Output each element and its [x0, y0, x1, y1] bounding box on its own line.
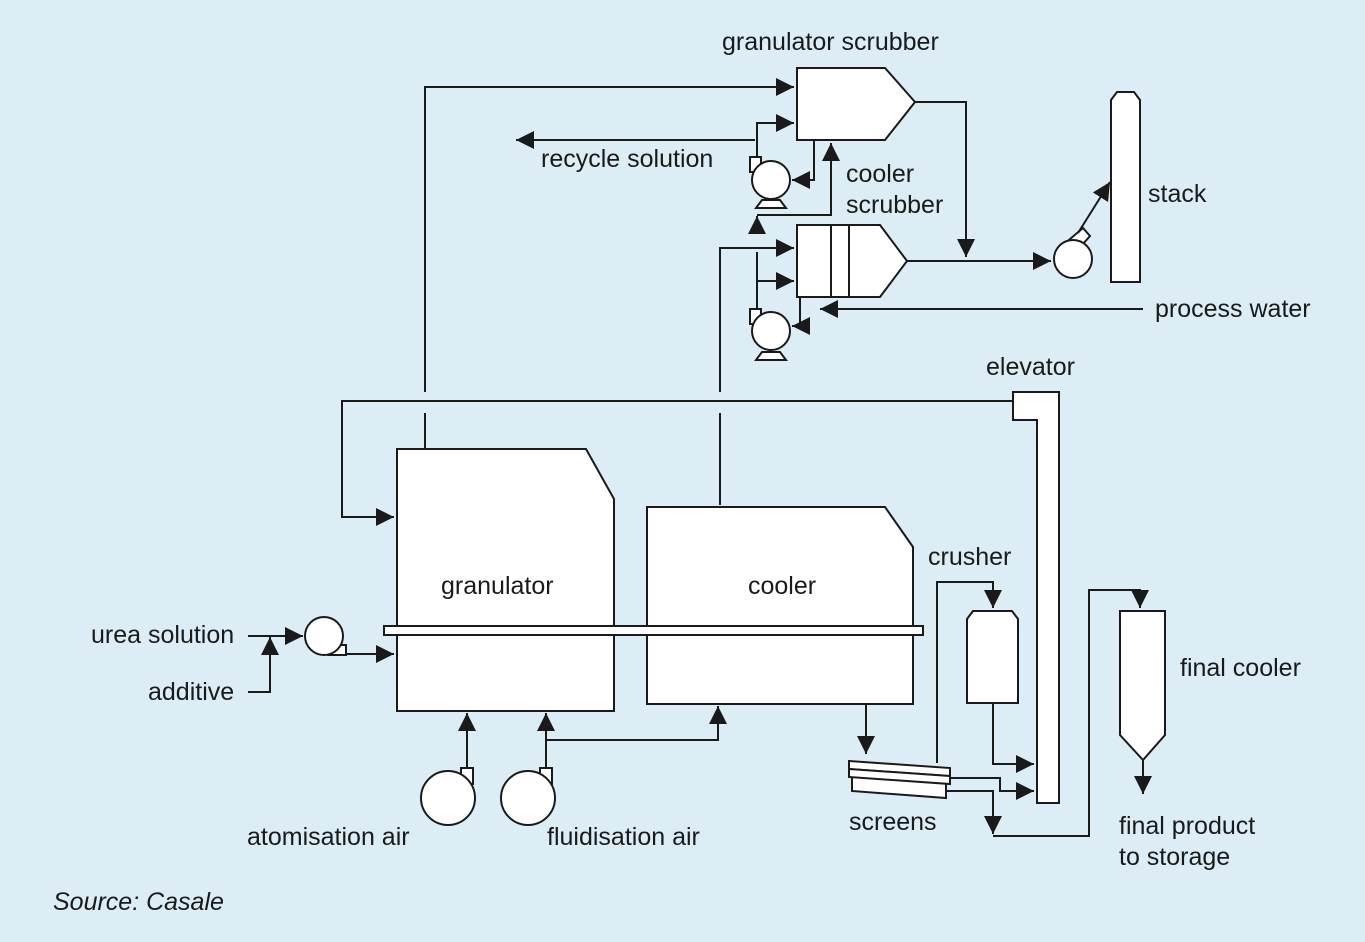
label-stack: stack	[1148, 180, 1207, 208]
label-additive: additive	[148, 678, 234, 706]
stack-exhaust-fan-icon	[1053, 226, 1093, 279]
screens-to-crusher-line	[936, 581, 1002, 763]
label-recycle-solution: recycle solution	[541, 145, 713, 173]
elevator-column	[1012, 391, 1060, 804]
additive-line	[248, 637, 279, 693]
granulator-scrubber-vessel	[796, 67, 917, 141]
label-elevator: elevator	[986, 353, 1075, 381]
granulator-scrubber-pump-icon	[749, 156, 791, 209]
screens-product-line	[946, 790, 1002, 834]
granulator-scrubber-outlet-line	[915, 101, 975, 257]
label-granulator: granulator	[441, 572, 554, 600]
recycle-to-granulator-line	[341, 400, 1013, 526]
conveyor-bar	[383, 625, 924, 636]
granulator-offgas-line	[424, 78, 794, 392]
cooler-scrubber-pump-icon	[749, 308, 791, 361]
source-caption: Source: Casale	[53, 888, 224, 916]
label-crusher: crusher	[928, 543, 1011, 571]
atomisation-air-fan-icon	[420, 767, 476, 826]
label-screens: screens	[849, 808, 937, 836]
urea-feed-pump-icon	[304, 616, 347, 656]
label-urea-solution: urea solution	[91, 621, 234, 649]
crusher-vessel	[966, 610, 1019, 704]
cooler-scrubber-recirc-line	[756, 272, 794, 309]
cooler-vessel	[646, 506, 914, 705]
granulator-scrubber-recirc-line	[756, 114, 794, 157]
label-fluidisation-air: fluidisation air	[547, 823, 700, 851]
fluidisation-to-cooler-line	[546, 706, 727, 741]
cooler-scrubber-vessel	[796, 224, 909, 298]
granulator-scrubber-drain-line	[792, 140, 815, 189]
label-final-cooler: final cooler	[1180, 654, 1301, 682]
cooler-to-granulator-scrubber-line	[757, 143, 840, 216]
final-cooler-vessel	[1119, 610, 1166, 762]
label-final-product-1: final product	[1119, 812, 1255, 840]
granulator-vessel	[396, 448, 615, 712]
product-to-final-cooler-line	[993, 589, 1149, 837]
label-cooler-scrubber-2: scrubber	[846, 191, 943, 219]
label-granulator-scrubber: granulator scrubber	[722, 28, 939, 56]
stack-chimney	[1110, 91, 1141, 283]
crusher-to-elevator-line	[992, 703, 1034, 773]
screens-fines-to-elevator-line	[950, 777, 1034, 800]
label-process-water: process water	[1155, 295, 1311, 323]
cooler-scrubber-drain-line	[792, 297, 810, 335]
cooler-offgas-line	[719, 239, 794, 392]
screens-deck	[848, 759, 951, 800]
label-cooler-scrubber-1: cooler	[846, 160, 914, 188]
fan-to-stack-line	[1077, 181, 1111, 234]
fluidisation-air-fan-icon	[500, 767, 556, 826]
label-final-product-2: to storage	[1119, 843, 1230, 871]
label-cooler: cooler	[748, 572, 816, 600]
label-atomisation-air: atomisation air	[247, 823, 410, 851]
